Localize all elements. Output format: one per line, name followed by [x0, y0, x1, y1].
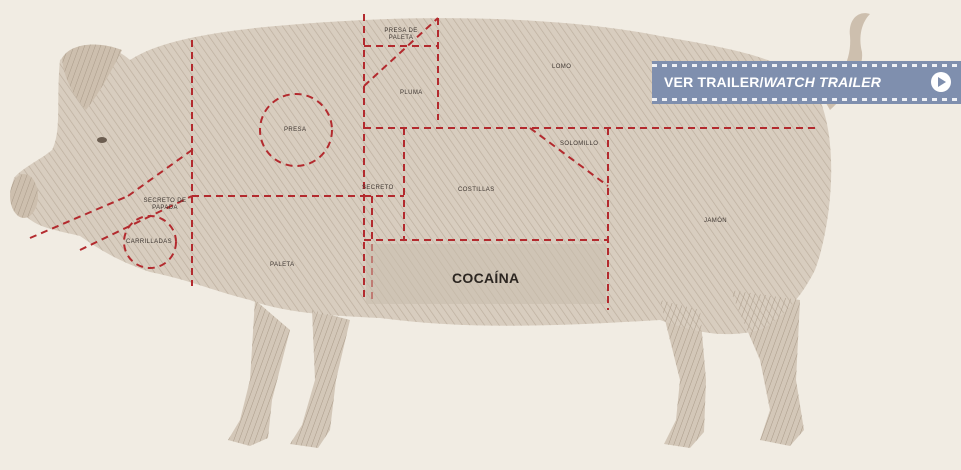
cut-label-pluma: PLUMA — [400, 90, 423, 97]
film-perforation-top — [652, 64, 961, 67]
cut-label-carrilladas: CARRILLADAS — [126, 239, 172, 246]
cut-label-lomo: LOMO — [552, 64, 571, 71]
cut-label-presa: PRESA — [284, 127, 306, 134]
cut-label-presa-paleta: PRESA DE PALETA — [372, 28, 430, 42]
cut-label-secreto-papada: SECRETO DE PAPADA — [140, 198, 190, 212]
watch-trailer-button[interactable]: VER TRAILER/WATCH TRAILER — [652, 61, 961, 104]
watch-trailer-label: VER TRAILER/WATCH TRAILER — [664, 74, 881, 90]
film-perforation-bottom — [652, 98, 961, 101]
cut-label-costillas: COSTILLAS — [458, 187, 495, 194]
cut-label-solomillo: SOLOMILLO — [560, 141, 598, 148]
cut-label-secreto: SECRETO — [362, 185, 394, 192]
cut-label-cocaina: COCAÍNA — [452, 275, 519, 282]
play-circle-icon — [931, 72, 951, 92]
cut-label-jamon: JAMÓN — [704, 218, 727, 225]
cut-label-paleta: PALETA — [270, 262, 295, 269]
